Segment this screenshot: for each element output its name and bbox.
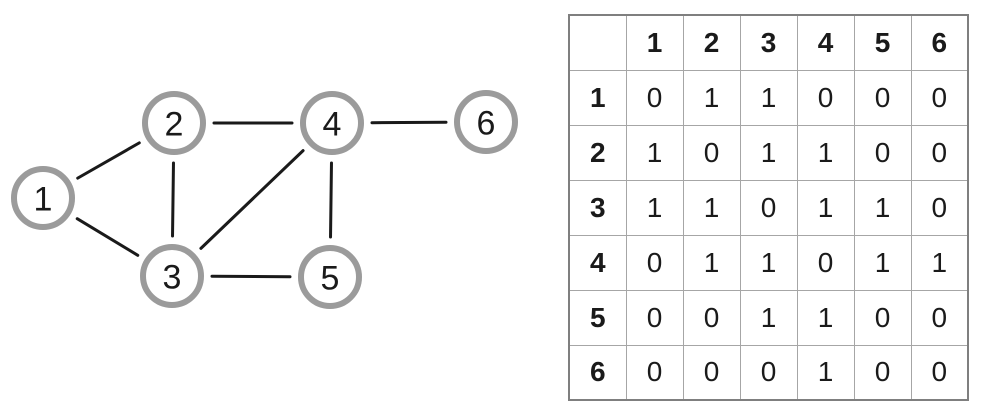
matrix-cell-2-5: 0 (853, 124, 912, 181)
graph-node-label-2: 2 (165, 105, 184, 143)
matrix-cell-5-5: 0 (853, 289, 912, 346)
graph-edge-4-5 (329, 161, 333, 239)
graph-svg: 1 2 3 4 5 6 (11, 90, 518, 309)
graph-node-label-5: 5 (321, 259, 340, 297)
graph-node-1 (11, 166, 75, 230)
matrix-cell-1-2: 1 (682, 69, 741, 126)
matrix-cell-5-4: 1 (796, 289, 855, 346)
matrix-cell-6-2: 0 (682, 344, 741, 401)
matrix-cell-1-4: 0 (796, 69, 855, 126)
matrix-col-header-4: 4 (796, 14, 855, 71)
graph-node-3 (140, 244, 204, 308)
matrix-row-header-4: 4 (568, 234, 627, 291)
graph-node-label-3: 3 (163, 258, 182, 296)
graph-node-4 (300, 91, 364, 155)
matrix-cell-6-3: 0 (739, 344, 798, 401)
matrix-cell-5-3: 1 (739, 289, 798, 346)
matrix-corner-cell (568, 14, 627, 71)
matrix-cell-3-1: 1 (625, 179, 684, 236)
matrix-cell-2-6: 0 (910, 124, 969, 181)
graph-node-2 (142, 91, 206, 155)
graph-node-6 (454, 90, 518, 154)
matrix-row-header-2: 2 (568, 124, 627, 181)
graph-edge-2-3 (171, 161, 175, 238)
matrix-col-header-1: 1 (625, 14, 684, 71)
matrix-cell-3-4: 1 (796, 179, 855, 236)
matrix-row-header-5: 5 (568, 289, 627, 346)
matrix-cell-4-6: 1 (910, 234, 969, 291)
matrix-cell-6-5: 0 (853, 344, 912, 401)
matrix-cell-6-6: 0 (910, 344, 969, 401)
matrix-col-header-3: 3 (739, 14, 798, 71)
matrix-cell-1-5: 0 (853, 69, 912, 126)
matrix-cell-1-6: 0 (910, 69, 969, 126)
matrix-cell-2-2: 0 (682, 124, 741, 181)
graph-edge-1-2 (76, 141, 141, 180)
matrix-cell-1-1: 0 (625, 69, 684, 126)
matrix-cell-5-2: 0 (682, 289, 741, 346)
graph-node-label-6: 6 (477, 104, 496, 142)
graph-node-label-4: 4 (323, 105, 342, 143)
matrix-col-header-2: 2 (682, 14, 741, 71)
matrix-cell-4-4: 0 (796, 234, 855, 291)
graph-edge-1-3 (75, 217, 140, 257)
matrix-cell-2-4: 1 (796, 124, 855, 181)
matrix-cell-4-5: 1 (853, 234, 912, 291)
matrix-cell-4-1: 0 (625, 234, 684, 291)
matrix-cell-2-1: 1 (625, 124, 684, 181)
graph-node-5 (298, 245, 362, 309)
matrix-col-header-5: 5 (853, 14, 912, 71)
matrix-cell-5-1: 0 (625, 289, 684, 346)
graph-node-label-1: 1 (34, 180, 53, 218)
matrix-cell-2-3: 1 (739, 124, 798, 181)
matrix-cell-3-2: 1 (682, 179, 741, 236)
matrix-cell-6-4: 1 (796, 344, 855, 401)
matrix-row-header-3: 3 (568, 179, 627, 236)
matrix-row-header-6: 6 (568, 344, 627, 401)
matrix-cell-3-5: 1 (853, 179, 912, 236)
matrix-cell-4-2: 1 (682, 234, 741, 291)
matrix-cell-3-6: 0 (910, 179, 969, 236)
matrix-cell-5-6: 0 (910, 289, 969, 346)
matrix-cell-4-3: 1 (739, 234, 798, 291)
matrix-cell-6-1: 0 (625, 344, 684, 401)
matrix-cell-3-3: 0 (739, 179, 798, 236)
matrix-cell-1-3: 1 (739, 69, 798, 126)
graph-edge-3-4 (199, 149, 305, 250)
matrix-col-header-6: 6 (910, 14, 969, 71)
matrix-row-header-1: 1 (568, 69, 627, 126)
graph-panel: 1 2 3 4 5 6 (11, 90, 518, 309)
